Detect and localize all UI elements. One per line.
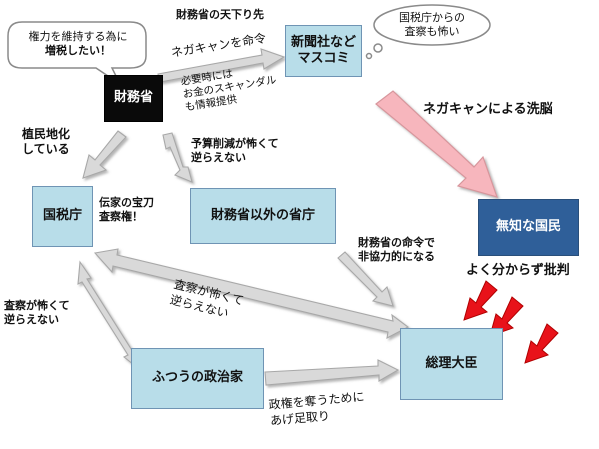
zaimusho-speech: 権力を維持する為に 増税したい！ bbox=[14, 30, 142, 59]
kokuzeicho-label: 国税庁 bbox=[42, 208, 82, 224]
politician-label: ふつうの政治家 bbox=[151, 370, 243, 386]
prime-minister-box: 総理大臣 bbox=[400, 328, 503, 400]
arrow-kokuzeicho-politician bbox=[77, 260, 139, 370]
audit-left-line-1: 査察が怖くて bbox=[4, 299, 70, 312]
zaimusho-box: 財務省 bbox=[104, 75, 163, 122]
colonized-line-1: 植民地化 bbox=[22, 127, 71, 141]
zaimusho-label: 財務省 bbox=[113, 90, 153, 106]
speech-line-2: 増税したい！ bbox=[45, 44, 111, 58]
arrow-ministries-to-pm bbox=[337, 251, 394, 307]
speech-line-1: 権力を維持する為に bbox=[28, 30, 128, 43]
thought-line-2: 査察も怖い bbox=[404, 25, 460, 39]
politician-box: ふつうの政治家 bbox=[131, 348, 264, 409]
colonized-line-2: している bbox=[22, 142, 70, 156]
audit-fear-left-label: 査察が怖くて 逆らえない bbox=[4, 299, 70, 327]
prime-minister-label: 総理大臣 bbox=[425, 355, 478, 371]
brainwash-label: ネガキャンによる洗脳 bbox=[423, 102, 553, 117]
audit-left-line-2: 逆らえない bbox=[4, 312, 59, 326]
media-box: 新聞社など マスコミ bbox=[285, 25, 362, 77]
arrow-to-kokuzeicho bbox=[82, 130, 127, 179]
colonized-label: 植民地化 している bbox=[22, 127, 70, 157]
noncoop-line-1: 財務省の命令で bbox=[358, 236, 435, 249]
criticize-label: よく分からず批判 bbox=[466, 263, 570, 278]
public-label: 無知な国民 bbox=[495, 219, 561, 235]
other-ministries-label: 財務省以外の省庁 bbox=[210, 207, 315, 223]
thought-line-1: 国税庁からの bbox=[399, 11, 465, 24]
red-arrow-1 bbox=[463, 280, 498, 321]
budget-line-2: 逆らえない bbox=[191, 150, 246, 164]
treasured-sword-label: 伝家の宝刀 査察権！ bbox=[99, 196, 154, 224]
budget-line-1: 予算削減が怖くて bbox=[191, 137, 279, 150]
red-arrow-3 bbox=[524, 323, 559, 364]
noncoop-line-2: 非協力的になる bbox=[358, 249, 435, 263]
arrow-kokuzeicho-pm bbox=[93, 248, 410, 340]
non-cooperation-label: 財務省の命令で 非協力的になる bbox=[358, 236, 435, 264]
media-thought: 国税庁からの 査察も怖い bbox=[382, 11, 482, 40]
brainwash-arrow bbox=[375, 90, 498, 198]
arrow-to-other-ministries bbox=[162, 132, 193, 183]
arrow-politician-pm bbox=[264, 359, 400, 386]
other-ministries-box: 財務省以外の省庁 bbox=[190, 188, 336, 244]
budget-cut-label: 予算削減が怖くて 逆らえない bbox=[191, 137, 279, 165]
sword-line-1: 伝家の宝刀 bbox=[99, 196, 154, 209]
media-label-1: 新聞社など bbox=[290, 34, 356, 50]
amakudari-label: 財務省の天下り先 bbox=[176, 8, 264, 21]
kokuzeicho-box: 国税庁 bbox=[32, 186, 93, 247]
thought-cloud-shape bbox=[365, 4, 491, 60]
public-box: 無知な国民 bbox=[478, 199, 579, 256]
media-label-2: マスコミ bbox=[297, 51, 350, 66]
arrow-to-media bbox=[157, 48, 286, 83]
sword-line-2: 査察権！ bbox=[99, 209, 143, 223]
